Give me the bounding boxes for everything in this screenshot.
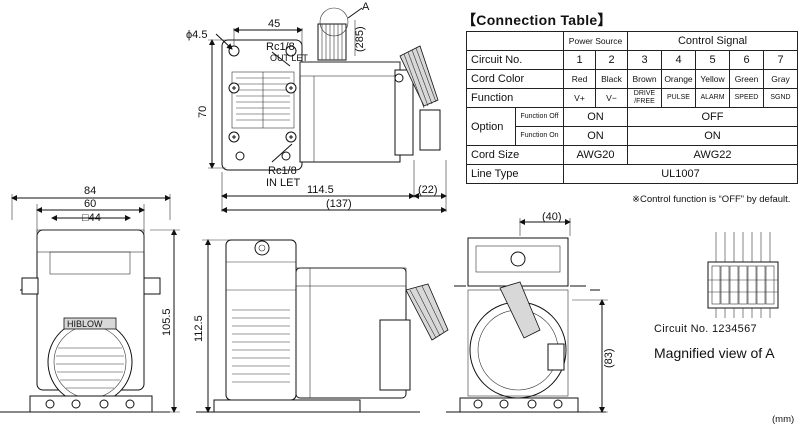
option-on-label: Function On <box>515 126 564 146</box>
dim-84-label: 84 <box>84 185 96 197</box>
dim-137-label: (137) <box>326 198 352 210</box>
table-cell: Orange <box>661 69 696 89</box>
dim-40-label: (40) <box>542 211 562 223</box>
front-view <box>0 194 180 413</box>
top-view <box>208 7 447 213</box>
circuit-no-label: Circuit No. 1234567 <box>654 323 757 335</box>
table-cell: Green <box>729 69 764 89</box>
table-cell: Yellow <box>695 69 730 89</box>
table-cell: 3 <box>627 50 662 70</box>
table-cell: ALARM <box>695 88 730 108</box>
row-label: Function <box>466 88 564 108</box>
connection-table-title: 【Connection Table】 <box>462 12 612 28</box>
magnified-caption: Magnified view of A <box>654 345 775 361</box>
row-label: Cord Size <box>466 145 564 165</box>
table-cell: UL1007 <box>563 164 798 184</box>
dim-44-label: □44 <box>82 212 101 224</box>
table-cell: SGND <box>763 88 798 108</box>
dim-70-label: 70 <box>197 106 209 118</box>
table-cell: ON <box>563 107 628 127</box>
table-cell: 6 <box>729 50 764 70</box>
rear-view <box>446 218 608 413</box>
table-cell: 7 <box>763 50 798 70</box>
option-off-label: Function Off <box>515 107 564 127</box>
default-note: ※Control function is “OFF” by default. <box>632 194 791 205</box>
dim-60-label: 60 <box>84 198 96 210</box>
dim-114-5-label: 114.5 <box>307 184 334 196</box>
table-cell: Gray <box>763 69 798 89</box>
detail-callout-a: A <box>362 1 370 13</box>
dim-hole-label: ϕ4.5 <box>186 29 207 41</box>
table-corner <box>466 31 564 51</box>
header-control-signal: Control Signal <box>627 31 798 51</box>
table-row: Function V+ V− DRIVE /FREE PULSE ALARM S… <box>466 88 798 108</box>
table-cell: PULSE <box>661 88 696 108</box>
dim-45-label: 45 <box>268 18 280 30</box>
table-row: Option Function Off ON OFF <box>466 107 798 146</box>
dim-112-5-label: 112.5 <box>193 315 205 342</box>
table-row: Line Type UL1007 <box>466 164 798 184</box>
header-power-source: Power Source <box>563 31 628 51</box>
table-row: Power Source Control Signal <box>466 31 798 51</box>
table-row: Circuit No. 1 2 3 4 5 6 7 <box>466 50 798 70</box>
front-brand: HIBLOW <box>67 319 103 329</box>
table-cell: Black <box>595 69 628 89</box>
port-in-size: Rc1/8 <box>268 165 297 177</box>
table-cell: V− <box>595 88 628 108</box>
dim-83-label: (83) <box>603 348 615 368</box>
table-cell: Red <box>563 69 596 89</box>
table-row: Cord Size AWG20 AWG22 <box>466 145 798 165</box>
table-cell: 4 <box>661 50 696 70</box>
table-cell: SPEED <box>729 88 764 108</box>
table-cell: AWG20 <box>563 145 628 165</box>
table-cell: OFF <box>627 107 798 127</box>
port-in-label: IN LET <box>266 177 301 189</box>
row-label: Circuit No. <box>466 50 564 70</box>
table-row: Cord Color Red Black Brown Orange Yellow… <box>466 69 798 89</box>
dim-285-label: (285) <box>354 26 366 52</box>
table-cell: ON <box>563 126 628 146</box>
table-cell: 1 <box>563 50 596 70</box>
row-label: Line Type <box>466 164 564 184</box>
magnified-connector <box>707 232 779 318</box>
table-cell: AWG22 <box>627 145 798 165</box>
table-row: Function On ON ON <box>467 126 798 146</box>
port-out-size: Rc1/8 <box>266 41 295 53</box>
row-label: Option <box>466 107 516 146</box>
row-label: Cord Color <box>466 69 564 89</box>
unit-label: (mm) <box>772 414 795 425</box>
table-cell: ON <box>627 126 798 146</box>
table-cell: 5 <box>695 50 730 70</box>
side-view <box>196 239 449 413</box>
dim-105-5-label: 105.5 <box>161 308 173 336</box>
port-out-label: OUT LET <box>270 53 308 63</box>
table-cell: Brown <box>627 69 662 89</box>
dim-22-label: (22) <box>418 184 438 196</box>
connection-table: Power Source Control Signal Circuit No. … <box>466 31 798 184</box>
table-cell: 2 <box>595 50 628 70</box>
table-cell: DRIVE /FREE <box>627 88 662 108</box>
table-cell: V+ <box>563 88 596 108</box>
